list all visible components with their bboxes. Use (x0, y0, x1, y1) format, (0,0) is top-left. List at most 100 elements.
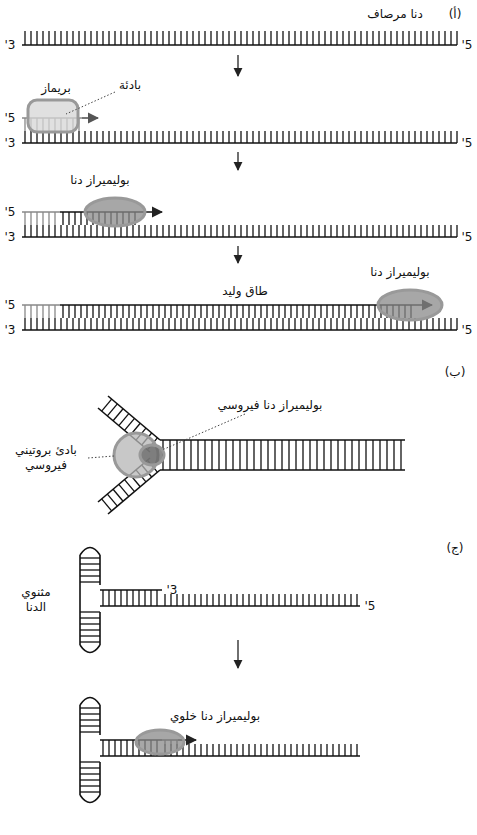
base-tick (308, 594, 309, 606)
base-tick (36, 305, 37, 318)
base-tick (162, 31, 163, 45)
base-tick (350, 744, 351, 756)
base-tick (294, 131, 295, 143)
base-tick (354, 31, 355, 45)
base-tick (312, 131, 313, 143)
base-tick (158, 305, 159, 318)
label: 5' (462, 323, 473, 338)
base-tick (113, 409, 123, 421)
base-tick (144, 318, 145, 330)
base-tick (258, 225, 259, 237)
strand-line (22, 142, 457, 144)
base-tick (80, 773, 100, 774)
base-tick (180, 131, 181, 143)
base-tick (320, 305, 321, 318)
base-tick (192, 225, 193, 237)
base-tick (290, 594, 291, 606)
base-tick (78, 131, 79, 143)
base-tick (80, 557, 100, 558)
base-tick (378, 131, 379, 143)
base-tick (450, 318, 451, 330)
base-tick (246, 131, 247, 143)
base-tick (308, 744, 309, 756)
base-tick (384, 31, 385, 45)
base-tick (80, 785, 100, 786)
base-tick (102, 740, 103, 756)
base-tick (318, 31, 319, 45)
base-tick (54, 225, 55, 237)
base-tick (224, 744, 225, 756)
base-tick (366, 131, 367, 143)
strand-line (80, 645, 100, 653)
base-tick (248, 594, 249, 606)
base-tick (107, 494, 117, 506)
base-tick (312, 225, 313, 237)
label: 5' (5, 111, 16, 126)
base-tick (316, 440, 317, 470)
base-tick (126, 740, 127, 756)
base-tick (444, 131, 445, 143)
base-tick (294, 318, 295, 330)
base-tick (96, 31, 97, 45)
base-tick (386, 440, 387, 470)
base-tick (266, 594, 267, 606)
base-tick (108, 31, 109, 45)
base-tick (198, 318, 199, 330)
base-tick (170, 305, 171, 318)
base-tick (197, 440, 198, 470)
base-tick (150, 225, 151, 237)
base-tick (24, 212, 25, 225)
base-tick (300, 31, 301, 45)
base-tick (30, 318, 31, 330)
label: 5' (462, 136, 473, 151)
base-tick (336, 131, 337, 143)
strand-line (88, 456, 114, 458)
base-tick (438, 131, 439, 143)
base-tick (24, 31, 25, 45)
base-tick (198, 31, 199, 45)
base-tick (138, 590, 139, 606)
base-tick (138, 131, 139, 143)
label: 5' (365, 599, 376, 614)
base-tick (330, 31, 331, 45)
base-tick (456, 225, 457, 237)
base-tick (182, 594, 183, 606)
base-tick (54, 318, 55, 330)
base-tick (396, 31, 397, 45)
base-tick (312, 31, 313, 45)
base-tick (80, 212, 81, 225)
base-tick (60, 31, 61, 45)
base-tick (212, 744, 213, 756)
base-tick (80, 629, 100, 630)
base-tick (188, 744, 189, 756)
base-tick (420, 225, 421, 237)
base-tick (356, 744, 357, 756)
base-tick (272, 594, 273, 606)
strand-line (79, 555, 81, 645)
base-tick (270, 131, 271, 143)
base-tick (350, 594, 351, 606)
base-tick (296, 305, 297, 318)
base-tick (288, 131, 289, 143)
base-tick (72, 225, 73, 237)
base-tick (225, 440, 226, 470)
base-tick (42, 212, 43, 225)
base-tick (114, 318, 115, 330)
base-tick (366, 31, 367, 45)
base-tick (408, 131, 409, 143)
base-tick (450, 131, 451, 143)
base-tick (144, 590, 145, 606)
label: دنا مرصاف (367, 7, 423, 22)
base-tick (204, 225, 205, 237)
dna-drawing (22, 31, 457, 803)
base-tick (72, 31, 73, 45)
base-tick (230, 744, 231, 756)
base-tick (360, 318, 361, 330)
base-tick (324, 318, 325, 330)
base-tick (42, 225, 43, 237)
base-tick (372, 131, 373, 143)
base-tick (278, 305, 279, 318)
base-tick (212, 594, 213, 606)
base-tick (264, 225, 265, 237)
base-tick (332, 594, 333, 606)
